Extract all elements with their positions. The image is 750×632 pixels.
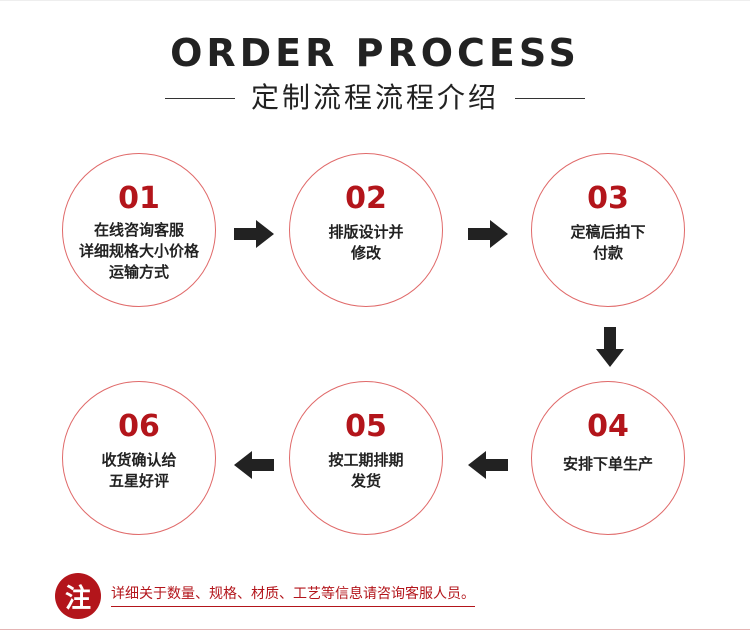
arrow-down-icon [596, 327, 624, 367]
step-text: 在线咨询客服 详细规格大小价格 运输方式 [78, 221, 199, 281]
step-05: 05 按工期排期 发货 [289, 381, 443, 535]
page-subtitle: 定制流程流程介绍 [250, 81, 499, 114]
step-01: 01 在线咨询客服 详细规格大小价格 运输方式 [62, 153, 216, 307]
step-number: 02 [345, 181, 387, 216]
step-03: 03 定稿后拍下 付款 [531, 153, 685, 307]
bottom-divider [0, 629, 750, 630]
step-number: 05 [345, 409, 387, 444]
arrow-left-icon [234, 451, 274, 479]
subtitle-row: 定制流程流程介绍 [0, 81, 750, 115]
subtitle-right-line [515, 97, 585, 99]
step-06: 06 收货确认给 五星好评 [62, 381, 216, 535]
step-text: 排版设计并 修改 [328, 223, 404, 262]
arrow-left-icon [468, 451, 508, 479]
step-text: 收货确认给 五星好评 [101, 451, 177, 490]
step-text: 定稿后拍下 付款 [570, 223, 646, 262]
step-number: 06 [118, 409, 160, 444]
note-row: 注 详细关于数量、规格、材质、工艺等信息请咨询客服人员。 [55, 573, 475, 619]
step-text: 按工期排期 发货 [328, 451, 404, 490]
step-text: 安排下单生产 [562, 455, 653, 473]
note-badge: 注 [55, 573, 101, 619]
step-number: 03 [587, 181, 629, 216]
step-number: 01 [118, 181, 160, 216]
arrow-right-icon [468, 220, 508, 248]
note-text: 详细关于数量、规格、材质、工艺等信息请咨询客服人员。 [111, 585, 475, 607]
step-04: 04 安排下单生产 [531, 381, 685, 535]
step-02: 02 排版设计并 修改 [289, 153, 443, 307]
page-title: ORDER PROCESS [170, 31, 580, 75]
subtitle-left-line [164, 97, 235, 99]
step-number: 04 [587, 409, 629, 444]
arrow-right-icon [234, 220, 274, 248]
